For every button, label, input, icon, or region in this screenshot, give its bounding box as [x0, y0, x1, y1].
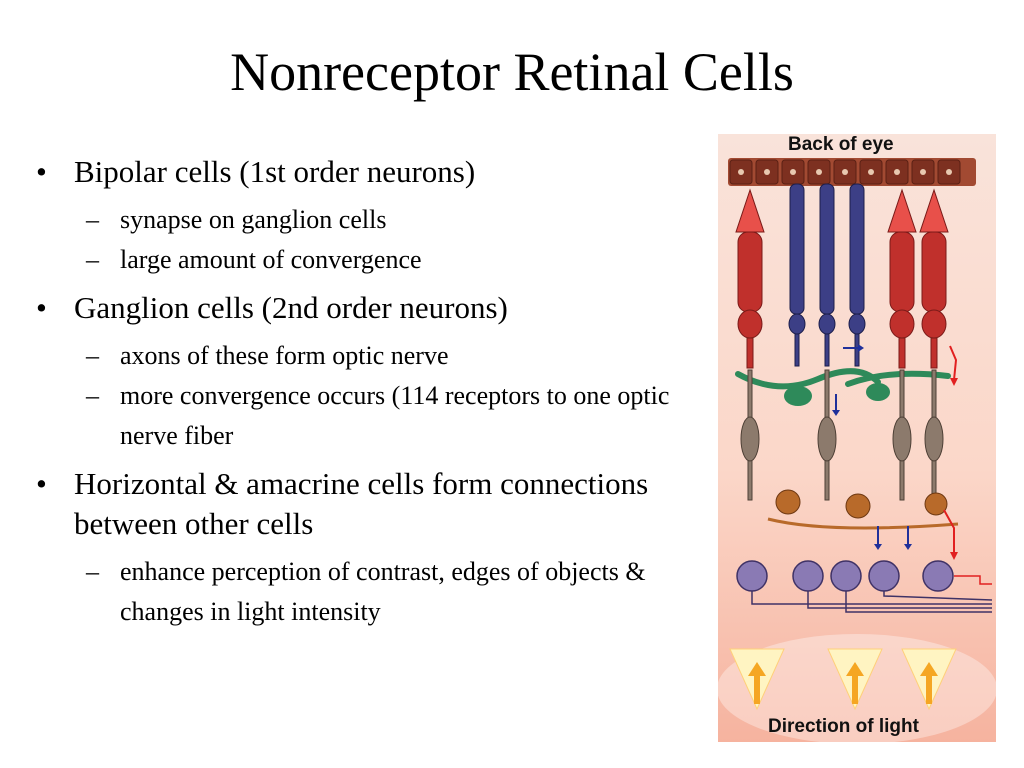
sub-bullet-text: synapse on ganglion cells — [120, 205, 387, 234]
sub-bullet: –axons of these form optic nerve — [36, 336, 696, 376]
retina-diagram: Back of eye Direction of light — [718, 134, 996, 742]
rod-cells — [788, 183, 866, 367]
cone-cell — [887, 188, 917, 369]
sub-bullet-text: large amount of convergence — [120, 245, 422, 274]
cone-cells — [735, 188, 949, 369]
bullet-horizontal-amacrine: • Horizontal & amacrine cells form connec… — [36, 464, 696, 544]
optic-nerve-axons — [751, 575, 993, 613]
rod-cell — [788, 183, 806, 367]
rod-cell — [818, 183, 836, 367]
horizontal-cell-bodies — [784, 383, 890, 406]
sub-bullet: –synapse on ganglion cells — [36, 200, 696, 240]
bipolar-cell — [924, 369, 944, 501]
bullet-text: Horizontal & amacrine cells form connect… — [74, 466, 649, 541]
dash-marker: – — [86, 205, 99, 234]
signal-arrows — [832, 344, 958, 560]
sub-bullet: –enhance perception of contrast, edges o… — [36, 552, 696, 632]
amacrine-cells — [767, 489, 959, 530]
bullet-marker: • — [36, 466, 47, 501]
light-direction-arrows — [729, 648, 957, 711]
dash-marker: – — [86, 245, 99, 274]
dash-marker: – — [86, 341, 99, 370]
bipolar-cell — [740, 369, 760, 501]
bullet-text: Ganglion cells (2nd order neurons) — [74, 290, 508, 325]
bipolar-cells — [740, 369, 944, 501]
bullet-marker: • — [36, 154, 47, 189]
ganglion-cells — [736, 560, 954, 592]
sub-bullet-text: more convergence occurs (114 receptors t… — [120, 381, 670, 450]
bullet-text: Bipolar cells (1st order neurons) — [74, 154, 476, 189]
light-arrow — [729, 648, 785, 711]
back-of-eye-label: Back of eye — [788, 134, 894, 155]
sub-bullet-text: axons of these form optic nerve — [120, 341, 449, 370]
cone-cell — [735, 188, 765, 369]
cone-cell — [919, 188, 949, 369]
pigment-epithelium — [728, 158, 976, 186]
bipolar-cell — [817, 369, 837, 501]
bullet-marker: • — [36, 290, 47, 325]
horizontal-cells — [735, 368, 951, 390]
dash-marker: – — [86, 381, 99, 410]
sub-bullet: –large amount of convergence — [36, 240, 696, 280]
light-arrow — [827, 648, 883, 711]
retina-illustration — [718, 158, 996, 742]
direction-of-light-label: Direction of light — [768, 716, 919, 737]
bullet-ganglion: • Ganglion cells (2nd order neurons) — [36, 288, 696, 328]
bullet-bipolar: • Bipolar cells (1st order neurons) — [36, 152, 696, 192]
slide-title: Nonreceptor Retinal Cells — [230, 42, 794, 102]
rod-cell — [848, 183, 866, 367]
bipolar-cell — [892, 369, 912, 501]
light-arrow — [901, 648, 957, 711]
sub-bullet: –more convergence occurs (114 receptors … — [36, 376, 696, 456]
sub-bullet-text: enhance perception of contrast, edges of… — [120, 557, 646, 626]
dash-marker: – — [86, 557, 99, 586]
bullet-list: •Bipolar cells (1st order neurons) –syna… — [36, 152, 696, 632]
